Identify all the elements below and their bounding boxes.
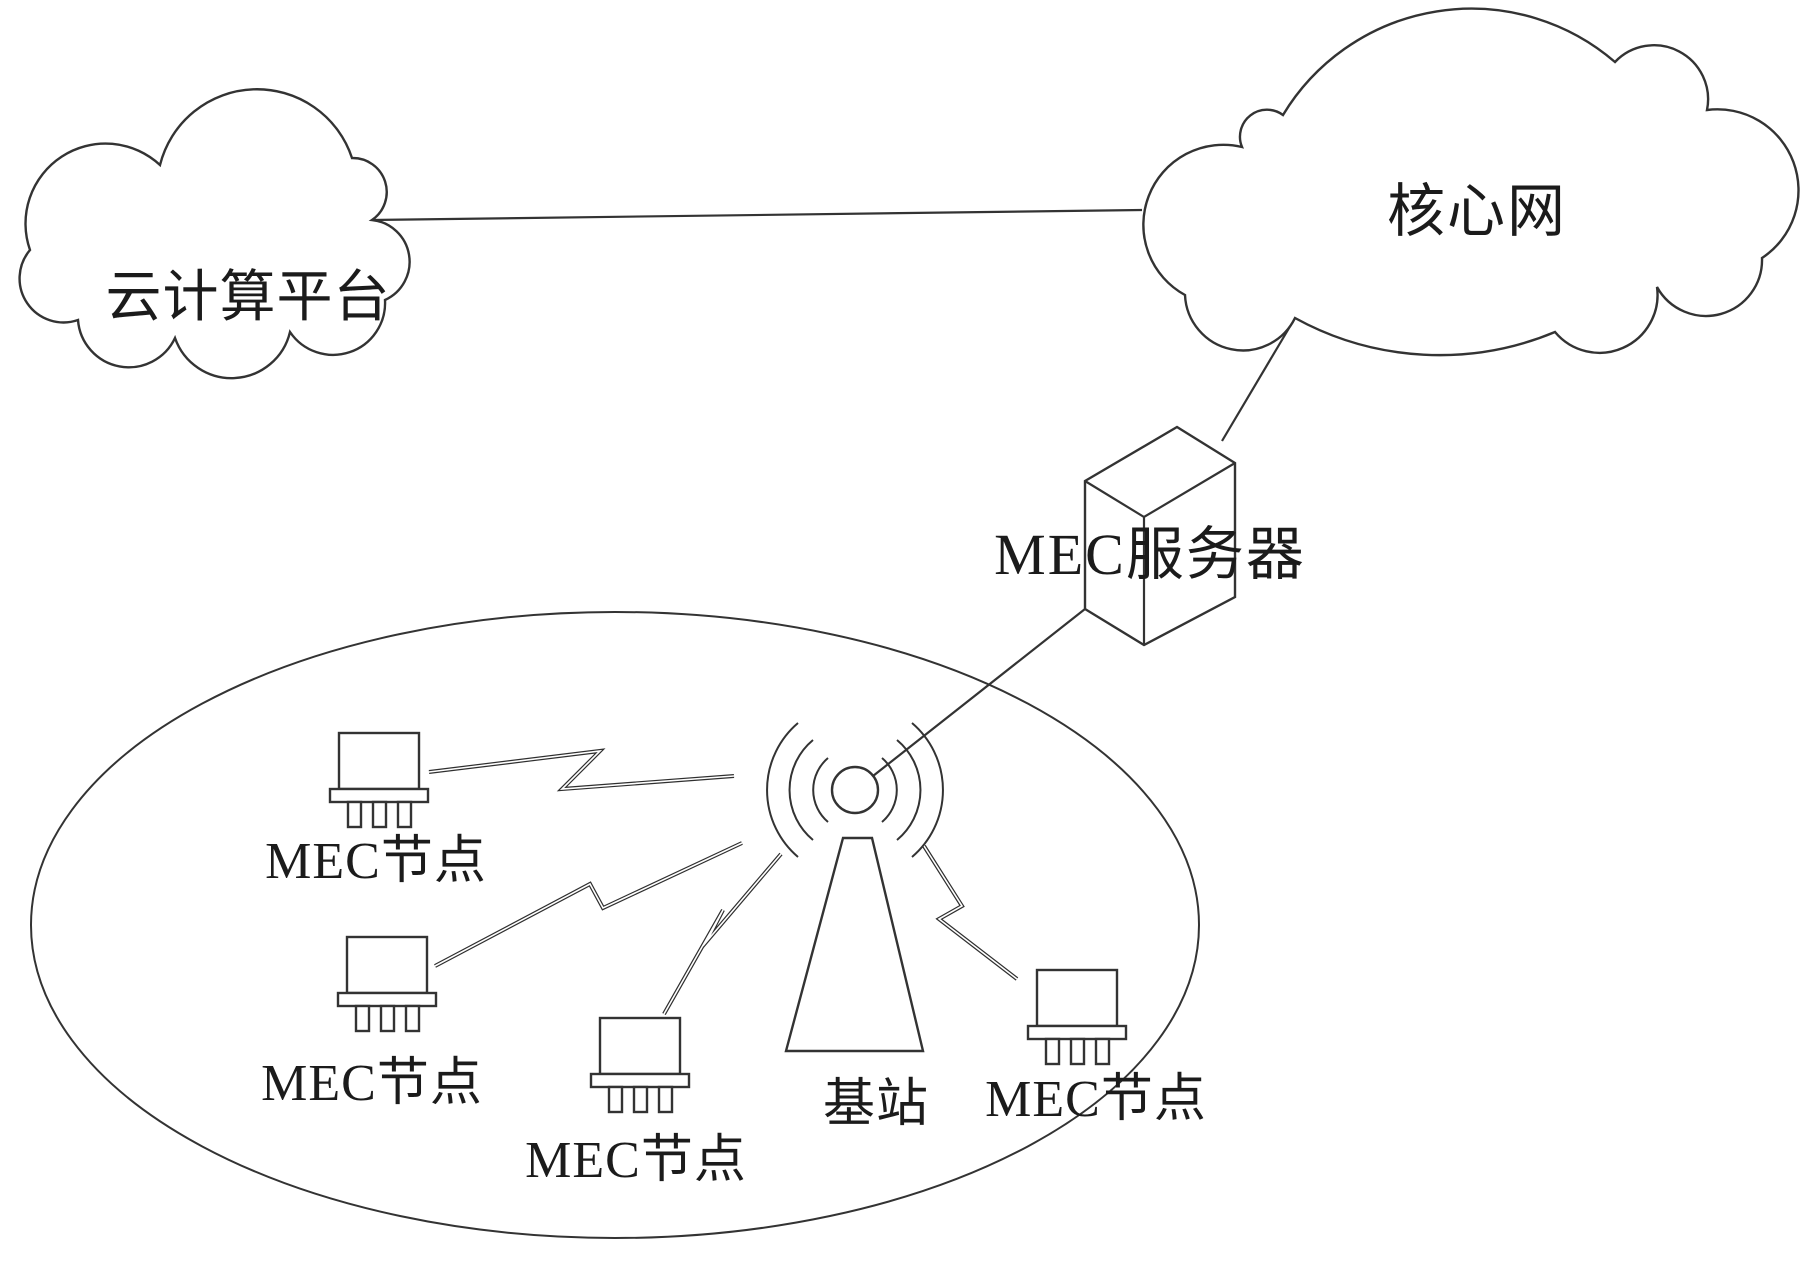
mec-node-3 [589,1016,691,1114]
base-station-label: 基站 [823,1076,929,1133]
chip-device-icon [336,935,438,1033]
lightning-bolt-icon [662,852,783,1015]
server-box-icon [1083,425,1237,647]
tower-icon [784,836,925,1053]
mec-server-node: MEC服务器 [994,425,1306,647]
mec-server-label: MEC服务器 [994,522,1306,587]
mec-node-1-label: MEC节点 [265,833,487,890]
lightning-bolt-core [663,853,782,1015]
mec-node-4 [1026,968,1128,1066]
chip-device-icon [589,1016,691,1114]
core-network-node: 核心网 [1142,7,1800,357]
link-cloudplatform-corenetwork [371,208,1143,222]
base-station-node: 基站 [766,722,944,1133]
signal-waves-left-icon [766,722,829,858]
server-box-edges [1084,462,1236,645]
core-network-label: 核心网 [1387,179,1567,244]
mec-node-1 [328,731,430,829]
antenna-head-icon [830,765,880,815]
link-mecserver-basestation [872,608,1086,777]
wireless-link-node4 [922,844,1019,981]
cloud-platform-label: 云计算平台 [106,267,391,329]
mec-node-3-label: MEC节点 [525,1132,747,1189]
lightning-bolt-core [434,842,743,967]
lightning-bolt-icon [922,844,1019,981]
cloud-platform-node: 云计算平台 [18,88,411,380]
wireless-link-node2 [434,841,743,968]
wireless-link-node1 [428,748,735,792]
chip-device-icon [328,731,430,829]
lightning-bolt-core [923,845,1018,980]
mec-node-4-label: MEC节点 [985,1071,1207,1128]
mec-node-2-label: MEC节点 [261,1055,483,1112]
link-corenetwork-mecserver [1221,317,1296,442]
cloud-icon [18,88,411,380]
coverage-area-ellipse [30,611,1200,1239]
mec-node-2 [336,935,438,1033]
lightning-bolt-core [428,749,735,790]
cloud-icon [1142,7,1800,357]
chip-device-icon [1026,968,1128,1066]
signal-waves-right-icon [881,722,944,858]
wireless-link-node3 [662,852,783,1015]
